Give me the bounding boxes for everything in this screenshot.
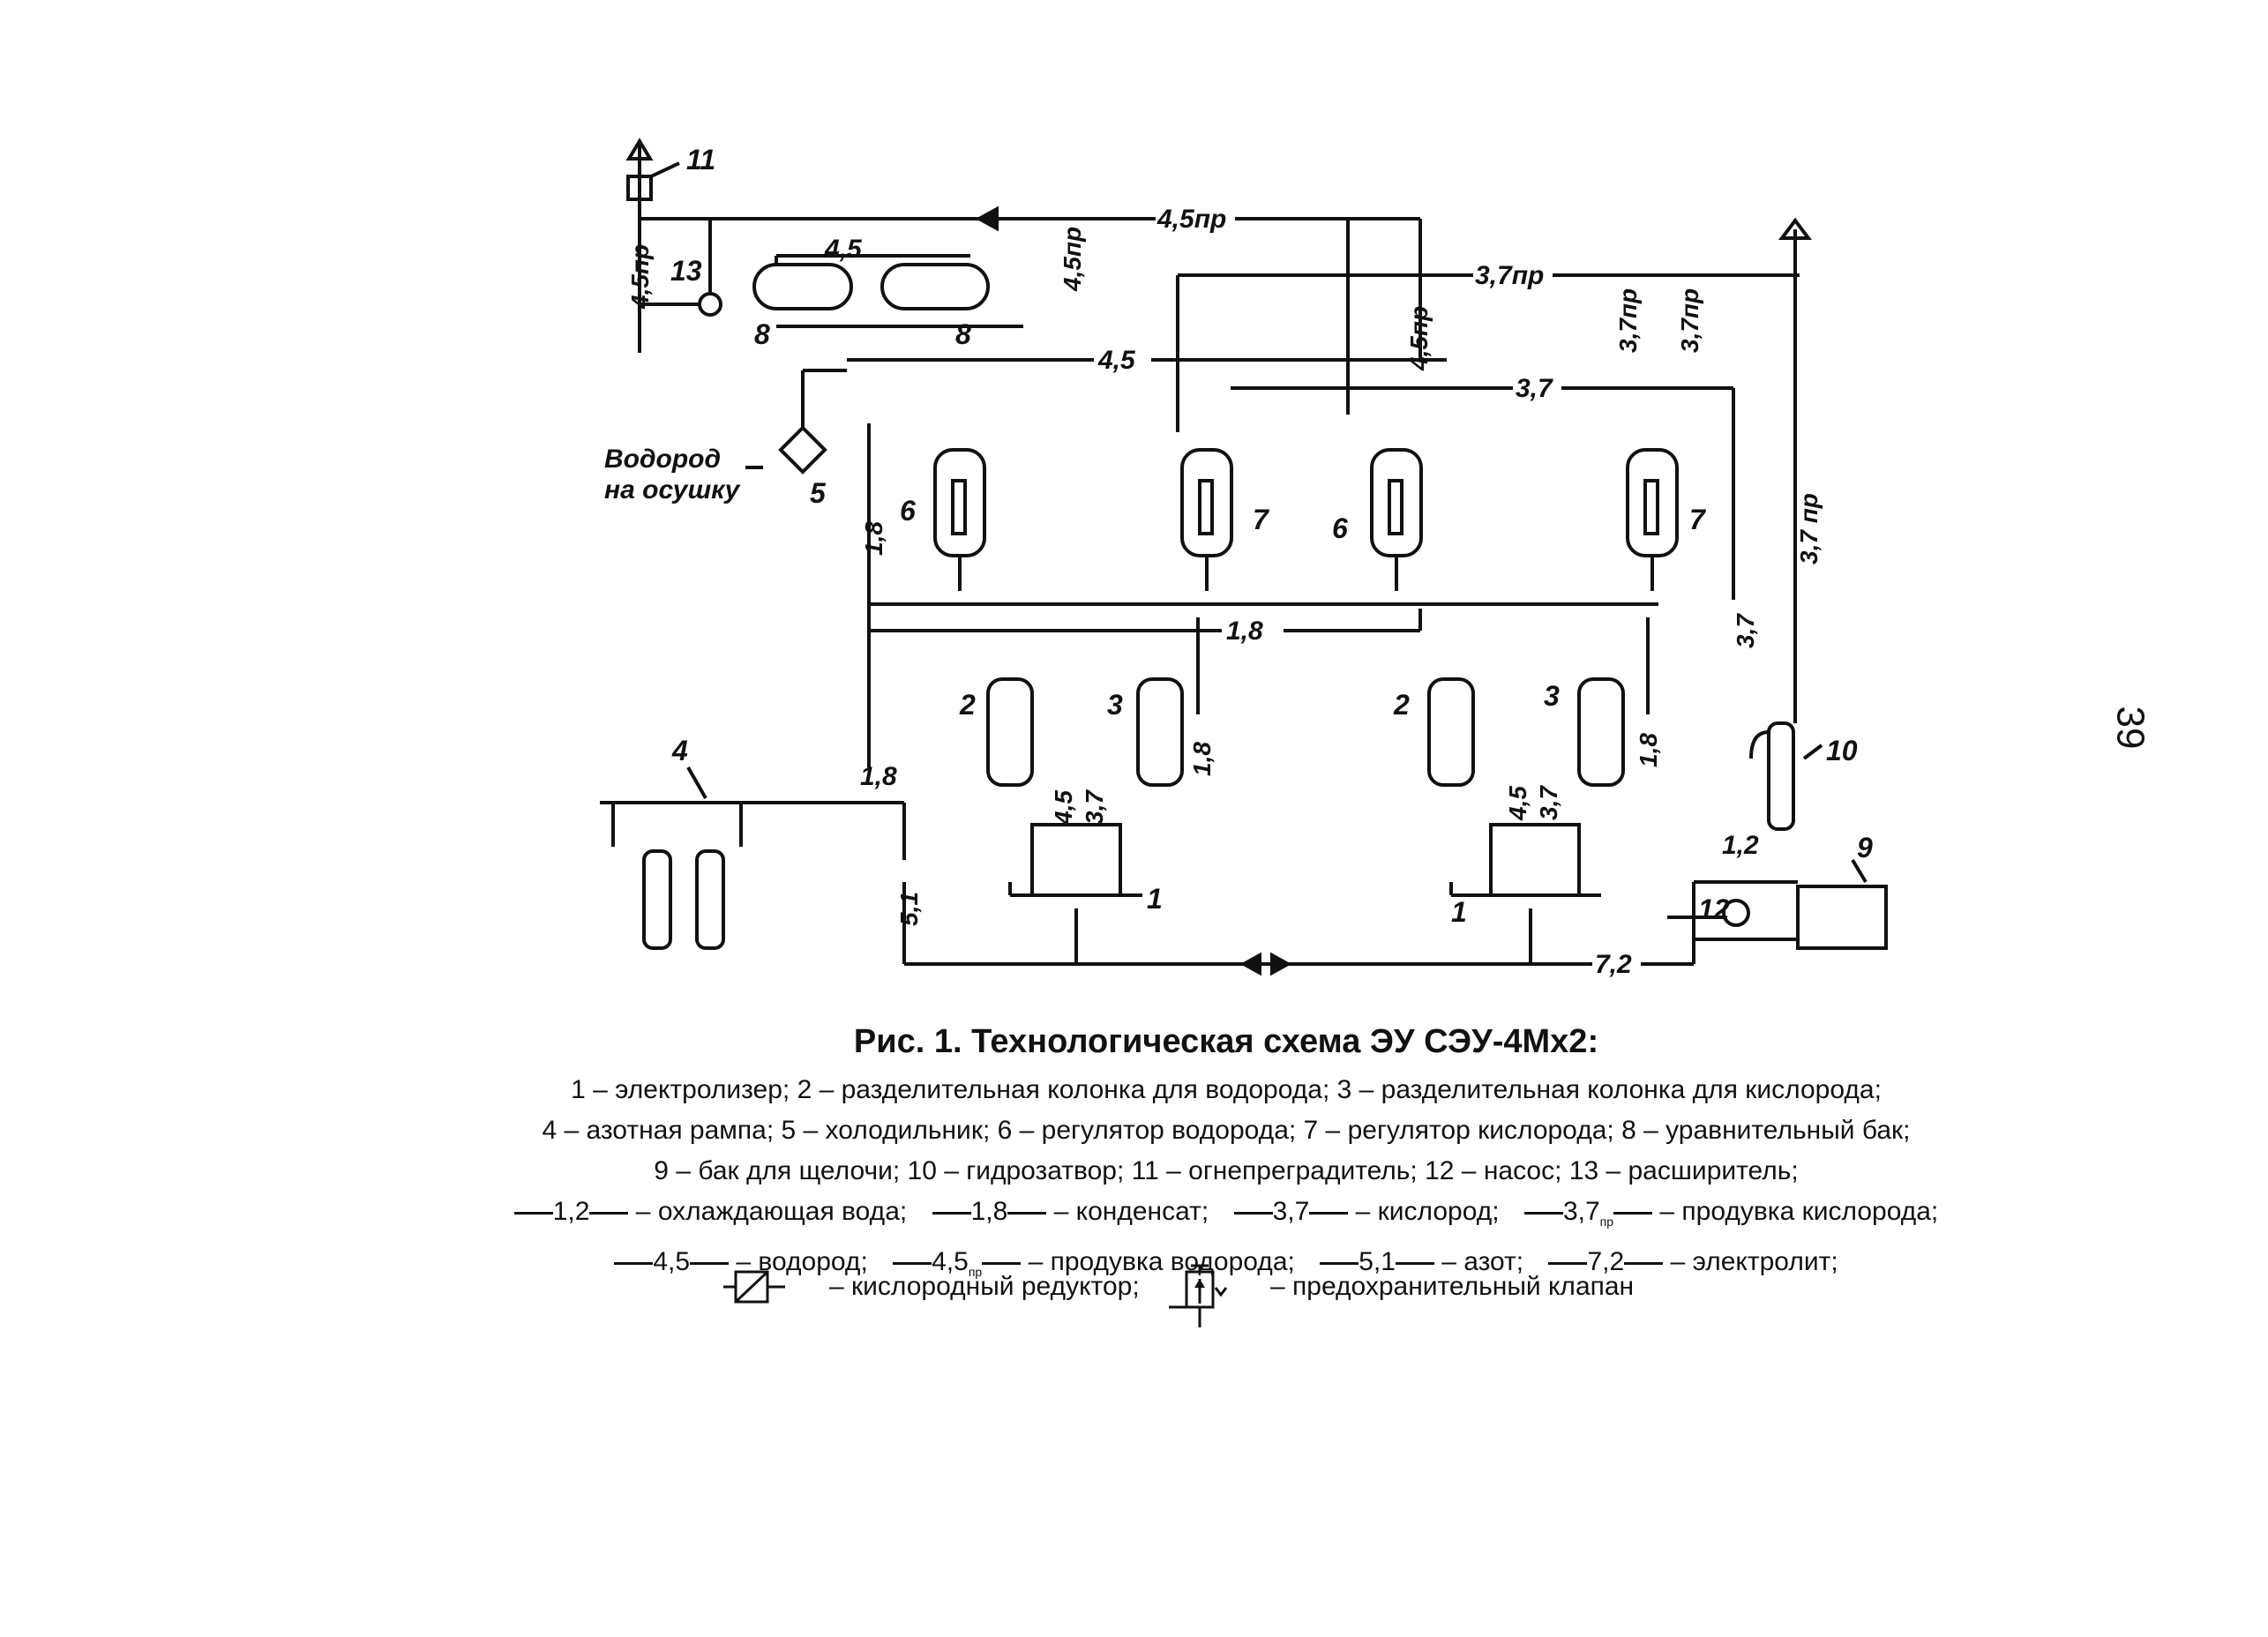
symbol-legend: – кислородный редуктор; – предохранитель…: [706, 1261, 1764, 1332]
item-number-8b: 8: [955, 318, 971, 350]
electrolyzer-1-left: [1008, 823, 1142, 897]
oxygen-regulator-7-left: [1180, 448, 1233, 591]
electrolyzer-1-right: [1449, 823, 1601, 897]
item-number-5: 5: [810, 477, 827, 509]
separation-column-3-left: [1136, 677, 1184, 787]
item-number-3b: 3: [1544, 680, 1560, 712]
equalizing-tank-8-right: [880, 263, 990, 310]
oxygen-reducer-icon: [723, 1270, 785, 1304]
legend-condensate: 1,8 – конденсат;: [932, 1192, 1209, 1232]
label-45pr-mid: 4,5пр: [1405, 306, 1433, 371]
label-45-col-a: 4,5: [1050, 790, 1077, 826]
oxygen-line-37: [1231, 386, 1735, 600]
separation-column-3-right: [1577, 677, 1625, 787]
caption-line-1: 1 – электролизер; 2 – разделительная кол…: [571, 1075, 1882, 1104]
label-37-main: 3,7: [1516, 374, 1553, 403]
page-number: 39: [2108, 706, 2152, 750]
item-number-6b: 6: [1332, 512, 1348, 544]
oxygen-purge-line: [1176, 217, 1812, 723]
legend-oxygen-purge: 3,7пр – продувка кислорода;: [1523, 1192, 1938, 1242]
label-18-mid: 1,8: [1188, 742, 1216, 776]
label-37pr-a: 3,7пр: [1614, 288, 1642, 353]
electrolyte-line-72: [902, 882, 1695, 976]
label-72: 7,2: [1595, 950, 1632, 979]
label-45pr-top: 4,5пр: [1156, 205, 1226, 234]
nitrogen-ramp-4: [600, 766, 906, 950]
legend-oxygen: 3,7 – кислород;: [1233, 1192, 1500, 1232]
hydrogen-dry-line2: на осушку: [604, 475, 741, 505]
item-number-11: 11: [686, 144, 715, 176]
alkali-tank-9: [1796, 858, 1888, 950]
item-number-12: 12: [1698, 893, 1730, 925]
figure-caption: Рис. 1. Технологическая схема ЭУ СЭУ-4Мх…: [494, 1023, 1958, 1292]
legend-row-1: 1,2 – охлаждающая вода; 1,8 – конденсат;…: [494, 1192, 1958, 1242]
hydraulic-seal-10: [1749, 721, 1823, 831]
label-18-left: 1,8: [860, 521, 887, 556]
oxygen-reducer-label: – кислородный редуктор;: [829, 1272, 1140, 1301]
caption-title: Рис. 1. Технологическая схема ЭУ СЭУ-4Мх…: [853, 1023, 1599, 1060]
label-45-tanks: 4,5: [824, 235, 863, 264]
legend-electrolyte: 7,2 – электролит;: [1548, 1242, 1838, 1282]
label-18-right: 1,8: [1635, 733, 1662, 767]
equalizing-tank-8-left: [752, 256, 853, 310]
condensate-lines: [867, 423, 1658, 767]
caption-line-2: 4 – азотная рампа; 5 – холодильник; 6 – …: [542, 1116, 1911, 1145]
separation-column-2-right: [1427, 677, 1475, 787]
label-45pr-tank: 4,5пр: [1059, 227, 1086, 292]
label-37-right: 3,7: [1732, 613, 1759, 648]
label-45pr-left: 4,5пр: [626, 244, 654, 310]
item-number-2b: 2: [1393, 689, 1410, 721]
hydrogen-regulator-6-right: [1370, 448, 1423, 591]
item-number-13: 13: [670, 255, 702, 287]
item-number-2a: 2: [959, 689, 976, 721]
label-37pr-main: 3,7пр: [1475, 261, 1544, 290]
item-number-7b: 7: [1689, 504, 1707, 535]
cooler-5: [745, 369, 847, 475]
item-number-10: 10: [1826, 735, 1858, 766]
item-number-1a: 1: [1147, 883, 1163, 915]
hydrogen-dry-line1: Водород: [604, 445, 721, 474]
safety-valve-icon: [1169, 1264, 1228, 1327]
item-number-8a: 8: [754, 318, 770, 350]
label-37-col-b: 3,7: [1535, 785, 1562, 820]
legend-nitrogen: 5,1 – азот;: [1320, 1242, 1523, 1282]
label-18-bottom: 1,8: [860, 762, 897, 791]
label-18-main: 1,8: [1226, 617, 1263, 646]
label-37pr-right: 3,7 пр: [1795, 493, 1823, 564]
item-number-3a: 3: [1107, 689, 1123, 721]
item-number-4: 4: [671, 735, 688, 766]
legend-hydrogen-purge: 4,5пр – продувка водорода;: [893, 1242, 1295, 1292]
label-51: 5,1: [895, 892, 923, 926]
pump-12: [1667, 880, 1798, 941]
expander-13: [640, 219, 722, 317]
label-37pr-b: 3,7пр: [1676, 288, 1703, 353]
item-number-6a: 6: [900, 495, 916, 527]
separation-column-2-left: [986, 677, 1034, 787]
label-37-col-a: 3,7: [1081, 789, 1108, 825]
hydrogen-regulator-6-left: [933, 448, 986, 591]
label-45-col-b: 4,5: [1504, 786, 1531, 821]
legend-cooling-water: 1,2 – охлаждающая вода;: [513, 1192, 907, 1232]
safety-valve-label: – предохранительный клапан: [1270, 1272, 1635, 1301]
label-12: 1,2: [1722, 831, 1759, 860]
item-number-1b: 1: [1451, 896, 1467, 928]
legend-row-2: 4,5 – водород; 4,5пр – продувка водорода…: [494, 1242, 1958, 1292]
process-flow-diagram: 4,5пр 11 4,5пр 13 8 8 4,5 4,5пр 4,5 3,7п: [600, 138, 1888, 979]
item-number-7a: 7: [1253, 504, 1270, 535]
flame-arrester-11: [625, 138, 680, 201]
item-number-9: 9: [1857, 832, 1873, 863]
label-45-main: 4,5: [1097, 346, 1136, 375]
oxygen-regulator-7-right: [1626, 448, 1679, 591]
caption-line-3: 9 – бак для щелочи; 10 – гидрозатвор; 11…: [654, 1156, 1799, 1185]
